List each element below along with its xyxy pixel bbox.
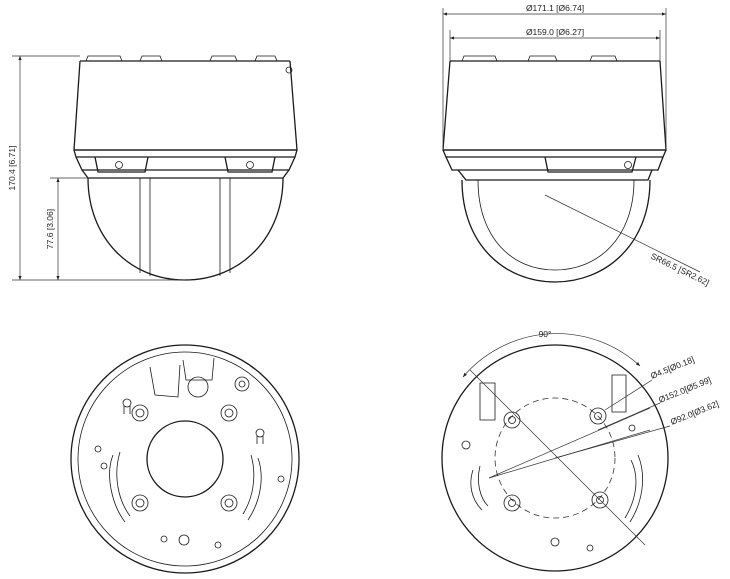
dome-radius-label: SR66.5 [SR2.62]: [649, 251, 711, 288]
mount-circle-large-label: Ø152.0[Ø5.99]: [657, 375, 712, 405]
screw-hole-diameter-label: Ø4.5[Ø0.18]: [649, 354, 696, 381]
bottom-view: [70, 344, 300, 574]
screw-boss: [220, 404, 238, 422]
mount-screw-hole: [503, 494, 521, 512]
front-view: [12, 55, 298, 281]
mount-screw-hole: [591, 491, 609, 509]
screw-boss: [131, 404, 149, 422]
outer-diameter-label: Ø171.1 [Ø6.74]: [526, 3, 584, 13]
side-view: [442, 8, 701, 283]
angle-label: 90°: [539, 329, 552, 339]
mount-template: [441, 333, 671, 572]
dome-height-label: 77.6 [3.06]: [45, 209, 55, 249]
screw-boss: [220, 494, 238, 512]
body-diameter-label: Ø159.0 [Ø6.27]: [526, 27, 584, 37]
mount-screw-hole: [589, 407, 607, 425]
screw-boss: [131, 494, 149, 512]
mount-screw-hole: [503, 411, 521, 429]
mount-circle-small-label: Ø92.0[Ø3.62]: [669, 398, 720, 426]
overall-height-label: 170.4 [6.71]: [7, 146, 17, 191]
